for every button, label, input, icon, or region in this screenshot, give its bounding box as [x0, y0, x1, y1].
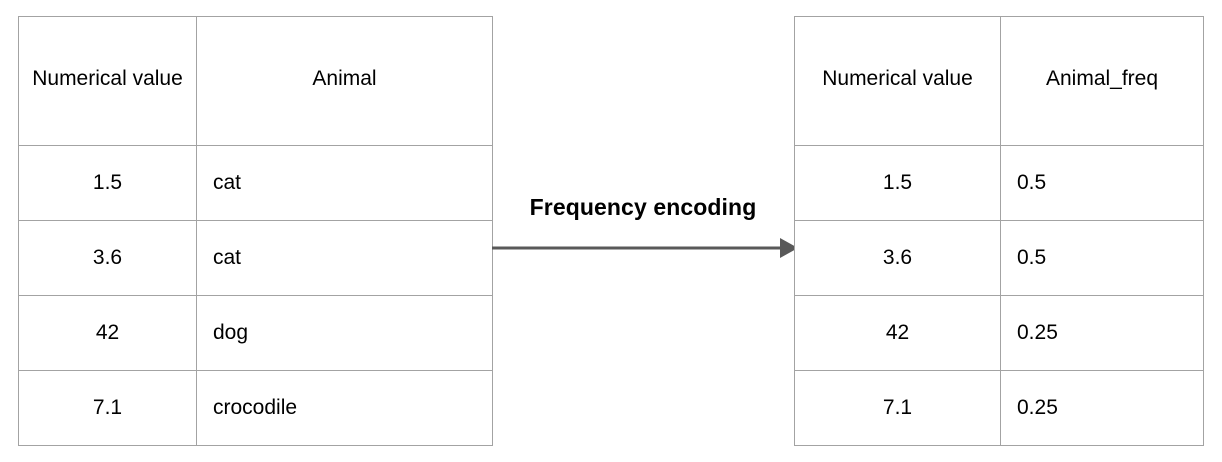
cell-animal: dog [196, 295, 493, 371]
table-row: 42 dog [18, 295, 493, 371]
column-header-numerical-value: Numerical value [794, 16, 1001, 146]
table-header-row: Numerical value Animal [18, 16, 493, 146]
table-row: 1.5 cat [18, 145, 493, 221]
cell-numerical-value: 3.6 [794, 220, 1001, 296]
cell-numerical-value: 42 [18, 295, 197, 371]
table-row: 3.6 0.5 [794, 220, 1204, 296]
cell-numerical-value: 42 [794, 295, 1001, 371]
table-row: 7.1 0.25 [794, 370, 1204, 446]
cell-animal-freq: 0.5 [1000, 220, 1204, 296]
cell-numerical-value: 1.5 [18, 145, 197, 221]
cell-animal: cat [196, 145, 493, 221]
table-row: 3.6 cat [18, 220, 493, 296]
transform-label: Frequency encoding [529, 194, 757, 220]
cell-animal-freq: 0.5 [1000, 145, 1204, 221]
column-header-animal-freq: Animal_freq [1000, 16, 1204, 146]
cell-numerical-value: 3.6 [18, 220, 197, 296]
arrow-right-icon [492, 238, 798, 258]
cell-numerical-value: 7.1 [794, 370, 1001, 446]
table-header-row: Numerical value Animal_freq [794, 16, 1204, 146]
cell-animal-freq: 0.25 [1000, 295, 1204, 371]
table-row: 7.1 crocodile [18, 370, 493, 446]
cell-animal-freq: 0.25 [1000, 370, 1204, 446]
source-table: Numerical value Animal 1.5 cat 3.6 cat 4… [18, 16, 493, 446]
cell-numerical-value: 1.5 [794, 145, 1001, 221]
column-header-numerical-value: Numerical value [18, 16, 197, 146]
result-table: Numerical value Animal_freq 1.5 0.5 3.6 … [794, 16, 1204, 446]
cell-animal: cat [196, 220, 493, 296]
cell-animal: crocodile [196, 370, 493, 446]
cell-numerical-value: 7.1 [18, 370, 197, 446]
table-row: 1.5 0.5 [794, 145, 1204, 221]
column-header-animal: Animal [196, 16, 493, 146]
table-row: 42 0.25 [794, 295, 1204, 371]
